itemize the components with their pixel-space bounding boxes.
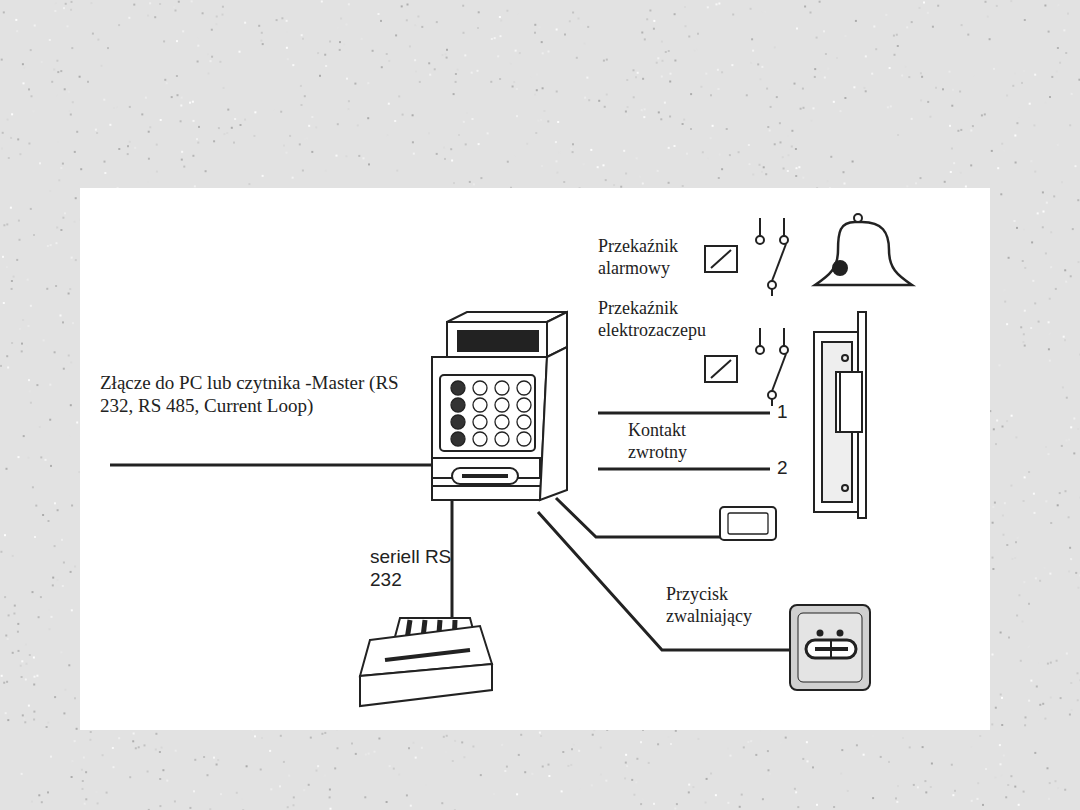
alarm-relay-symbol	[705, 218, 788, 296]
printer	[360, 618, 492, 706]
contact-label: Kontakt zwrotny	[628, 420, 720, 463]
bell-symbol	[815, 222, 912, 285]
wall-switch	[720, 507, 776, 540]
interface-label: seriell RS 232	[370, 546, 452, 592]
terminal-number: 2	[777, 457, 797, 480]
connector-label: Złącze do PC lub czytnika -Master (RS 23…	[100, 372, 430, 418]
release-button	[790, 605, 870, 690]
relay-label: Przekaźnik elektrozaczepu	[598, 298, 738, 341]
relay-label: Przekaźnik alarmowy	[598, 236, 710, 279]
door-strike	[814, 312, 866, 518]
strike-relay-symbol	[705, 328, 788, 406]
terminal-device	[432, 312, 567, 500]
terminal-number: 1	[777, 401, 797, 424]
button-label: Przycisk zwalniający	[666, 584, 778, 627]
